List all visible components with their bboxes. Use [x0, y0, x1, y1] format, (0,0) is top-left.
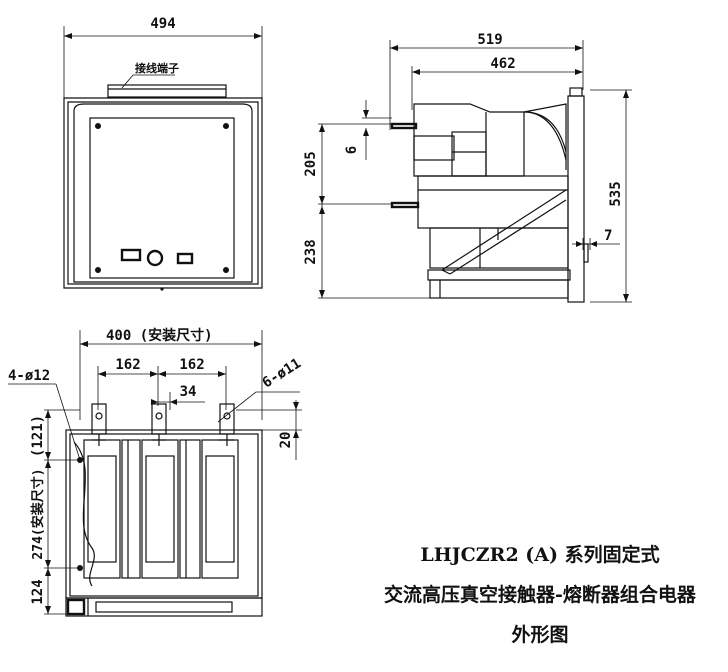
side-upper-height-dim: 205 [303, 151, 319, 176]
mount-holes-label: 4-ø12 [8, 368, 50, 384]
side-offset-dim: 6 [344, 146, 360, 154]
fuse-right [201, 403, 239, 579]
front-width-dim: 494 [150, 16, 175, 32]
side-body-depth-dim: 462 [490, 56, 515, 72]
front-view: 494 接线端子 [63, 16, 263, 291]
side-total-height-dim: 535 [608, 181, 624, 206]
side-lower-height-dim: 238 [303, 239, 319, 264]
fuse-left [83, 403, 121, 579]
pitch-left-dim: 162 [115, 357, 140, 373]
fixing-holes-label: 6-ø11 [260, 355, 304, 391]
top-offset-dim: (121) [30, 415, 46, 457]
side-overall-depth-dim: 519 [477, 32, 502, 48]
bottom-offset-dim: 124 [30, 579, 46, 604]
drawing-title-line3: 外形图 [511, 624, 569, 646]
side-view: 519 462 205 238 6 535 [303, 32, 632, 303]
terminal-label: 接线端子 [135, 61, 179, 75]
tab-width-dim: 34 [180, 384, 197, 400]
pitch-right-dim: 162 [179, 357, 204, 373]
fuse-mid [141, 403, 179, 579]
bottom-view: 400 (安装尺寸) 162 162 34 6-ø11 20 4-ø12 [8, 327, 304, 617]
tab-height-dim: 20 [278, 432, 294, 449]
drawing-title-line2: 交流高压真空接触器-熔断器组合电器 [384, 584, 696, 606]
drawing-title-line1: LHJCZR2 (A) 系列固定式 [420, 544, 660, 566]
mount-height-dim: 274(安装尺寸) [30, 468, 46, 559]
side-gap-dim: 7 [604, 228, 612, 244]
mount-width-dim: 400 (安装尺寸) [106, 327, 213, 344]
